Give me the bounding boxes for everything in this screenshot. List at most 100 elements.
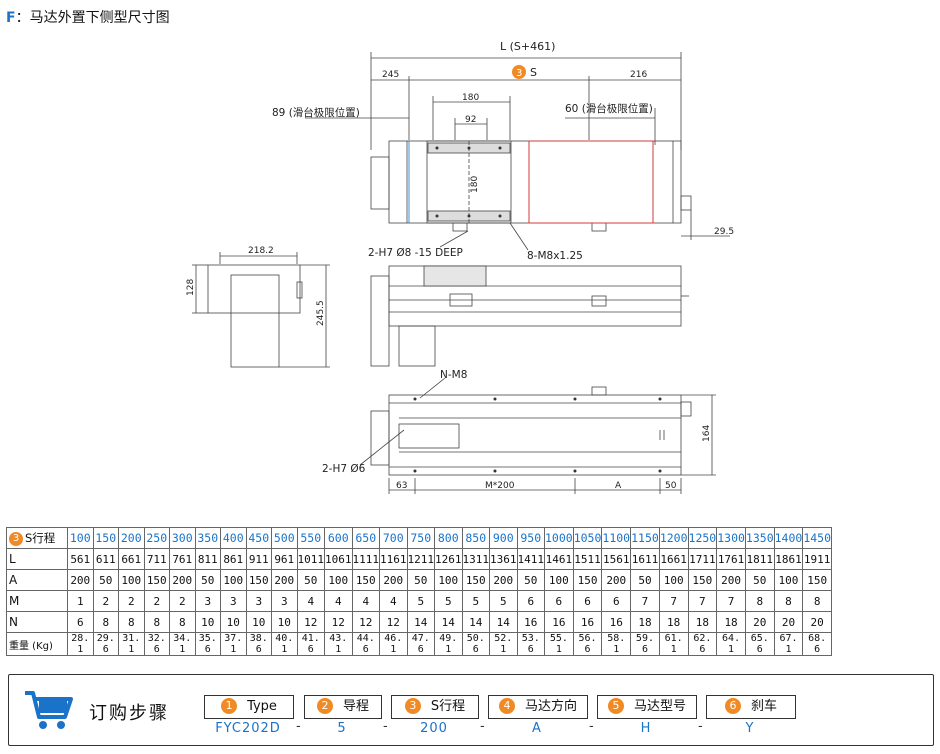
table-cell: 1811 xyxy=(744,548,775,570)
table-cell: 12 xyxy=(379,611,408,633)
table-cell: 600 xyxy=(324,527,353,549)
table-cell: 150 xyxy=(461,569,490,591)
table-cell: 37. 1 xyxy=(220,632,247,656)
dim-63: 63 xyxy=(396,481,407,491)
table-cell: 40. 1 xyxy=(271,632,298,656)
step-label: 刹车 xyxy=(750,699,777,714)
table-cell: 18 xyxy=(716,611,746,633)
dim-m200: M*200 xyxy=(485,481,515,491)
table-cell: 10 xyxy=(194,611,221,633)
table-cell: 100 xyxy=(118,569,145,591)
table-cell: 1350 xyxy=(744,527,775,549)
table-cell: 56. 6 xyxy=(572,632,603,656)
table-cell: 1161 xyxy=(379,548,408,570)
table-cell: 200 xyxy=(118,527,145,549)
step-value: 200 xyxy=(420,721,448,736)
dim-180-top: 180 xyxy=(462,93,479,103)
step-label: 导程 xyxy=(342,699,369,714)
table-cell: 200 xyxy=(489,569,518,591)
table-cell: 28. 1 xyxy=(67,632,94,656)
step-number-badge: 1 xyxy=(221,697,238,714)
table-cell: 4 xyxy=(324,590,353,612)
table-cell: 5 xyxy=(489,590,518,612)
table-cell: 400 xyxy=(220,527,247,549)
table-cell: 31. 1 xyxy=(118,632,145,656)
dimension-drawing: L (S+461) 3 S 245 216 180 92 180 89 (滑台极… xyxy=(186,40,734,494)
table-cell: 14 xyxy=(461,611,490,633)
table-cell: 350 xyxy=(194,527,221,549)
table-cell: 1050 xyxy=(572,527,603,549)
table-cell: 1511 xyxy=(572,548,603,570)
table-cell: 811 xyxy=(194,548,221,570)
table-cell: 5 xyxy=(461,590,490,612)
table-cell: 47. 6 xyxy=(406,632,435,656)
table-cell: 250 xyxy=(143,527,170,549)
table-cell: 8 xyxy=(744,590,775,612)
dim-S: S xyxy=(530,66,537,79)
table-cell: 950 xyxy=(516,527,545,549)
table-cell: 18 xyxy=(687,611,718,633)
table-cell: 1250 xyxy=(687,527,718,549)
table-cell: 8 xyxy=(169,611,196,633)
table-cell: 6 xyxy=(67,611,94,633)
dim-164: 164 xyxy=(702,425,712,442)
table-cell: 52. 1 xyxy=(489,632,518,656)
table-cell: 561 xyxy=(67,548,94,570)
table-cell: 8 xyxy=(802,590,833,612)
step-value: Y xyxy=(745,721,755,736)
table-cell: 50 xyxy=(744,569,775,591)
table-cell: 7 xyxy=(630,590,660,612)
table-cell: 100 xyxy=(67,527,94,549)
table-cell: 300 xyxy=(169,527,196,549)
table-cell: 4 xyxy=(351,590,380,612)
table-cell: 2 xyxy=(92,590,119,612)
table-cell: 100 xyxy=(544,569,574,591)
step-separator: - xyxy=(480,719,485,734)
note-89: 89 (滑台极限位置) xyxy=(272,106,360,119)
step-separator: - xyxy=(296,719,301,734)
table-cell: 150 xyxy=(802,569,833,591)
table-cell: 3 xyxy=(271,590,298,612)
table-cell: 4 xyxy=(296,590,325,612)
row-header: 重量 (Kg) xyxy=(6,632,68,656)
table-cell: 100 xyxy=(658,569,689,591)
table-cell: 16 xyxy=(572,611,603,633)
table-cell: 6 xyxy=(516,590,545,612)
table-cell: 50 xyxy=(92,569,119,591)
step-number-badge: 6 xyxy=(724,697,741,714)
order-title: 订购步骤 xyxy=(89,703,169,724)
dim-A: A xyxy=(615,481,622,491)
table-cell: 150 xyxy=(92,527,119,549)
table-cell: 1261 xyxy=(434,548,463,570)
table-cell: 58. 1 xyxy=(601,632,632,656)
table-cell: 1461 xyxy=(544,548,574,570)
table-cell: 200 xyxy=(271,569,298,591)
table-cell: 450 xyxy=(245,527,272,549)
table-cell: 961 xyxy=(271,548,298,570)
table-cell: 29. 6 xyxy=(92,632,119,656)
table-cell: 700 xyxy=(379,527,408,549)
row-header: N xyxy=(6,611,68,633)
table-cell: 4 xyxy=(379,590,408,612)
table-cell: 100 xyxy=(220,569,247,591)
row-header: M xyxy=(6,590,68,612)
table-cell: 100 xyxy=(773,569,804,591)
table-cell: 911 xyxy=(245,548,272,570)
dim-29-5: 29.5 xyxy=(714,227,734,237)
table-cell: 1400 xyxy=(773,527,804,549)
table-cell: 55. 1 xyxy=(544,632,574,656)
step-separator: - xyxy=(589,719,594,734)
table-cell: 2 xyxy=(118,590,145,612)
row-header: L xyxy=(6,548,68,570)
note-60: 60 (滑台极限位置) xyxy=(565,102,653,115)
step-value: H xyxy=(640,721,652,736)
table-cell: 65. 6 xyxy=(744,632,775,656)
table-cell: 8 xyxy=(92,611,119,633)
table-cell: 68. 6 xyxy=(802,632,833,656)
table-cell: 150 xyxy=(687,569,718,591)
